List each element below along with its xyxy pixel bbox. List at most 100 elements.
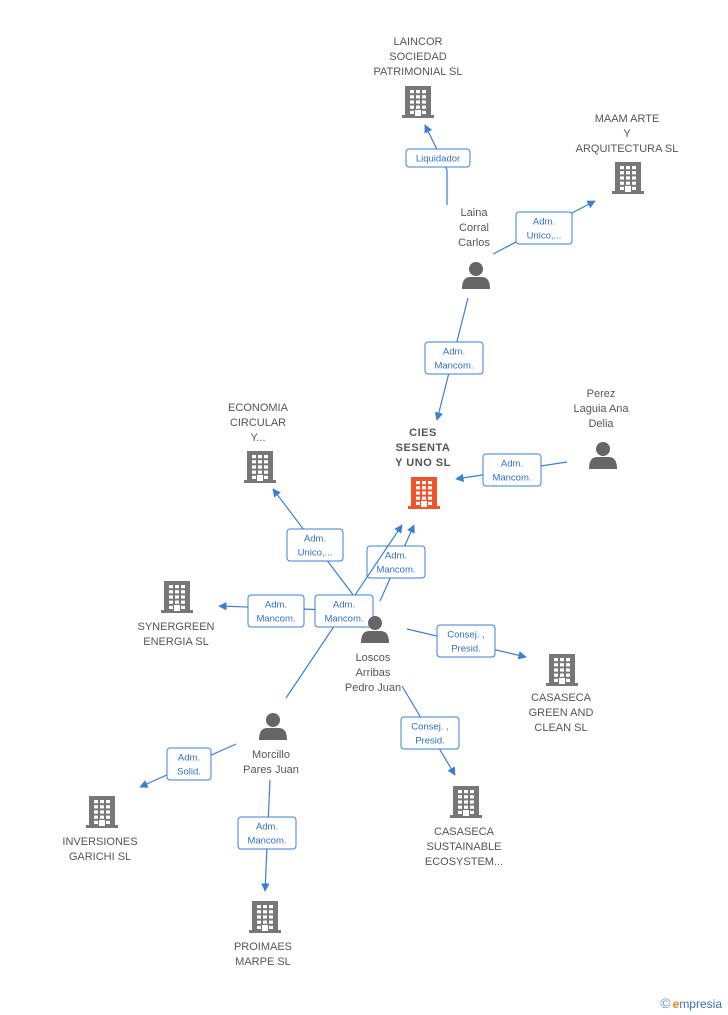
relation-label-text: Mancom. (256, 614, 295, 625)
node-label-line: PROIMAES (234, 941, 292, 953)
node-laincor[interactable]: LAINCOR SOCIEDAD PATRIMONIAL SL (373, 36, 463, 118)
relation-edge: Adm.Mancom. (285, 524, 403, 699)
relation-label[interactable]: Adm.Unico,... (286, 528, 344, 562)
node-label-line: PATRIMONIAL SL (373, 66, 462, 78)
relation-label-text: Adm. (533, 217, 555, 228)
relation-label-box (436, 624, 496, 658)
node-label-line: ECOSYSTEM... (425, 856, 503, 868)
relation-label-text: Solid. (177, 767, 201, 778)
building-icon (249, 901, 281, 933)
node-label-line: SOCIEDAD (389, 51, 447, 63)
relation-label[interactable]: Adm. Mancom. (424, 341, 484, 375)
node-economia[interactable]: ECONOMIACIRCULARY... (228, 402, 289, 483)
main-company-building-icon (408, 477, 440, 509)
person-icon (589, 442, 617, 469)
relation-label-box (166, 747, 212, 781)
relation-label-box (286, 528, 344, 562)
node-proimaes[interactable]: PROIMAES MARPE SL (234, 901, 292, 968)
node-label-line: INVERSIONES (62, 836, 137, 848)
node-inversiones[interactable]: INVERSIONES GARICHI SL (62, 796, 138, 863)
node-label-line: Laina (461, 207, 489, 219)
relation-label-box (482, 453, 542, 487)
brand-initial: e (672, 997, 680, 1011)
relation-label-text: Presid. (451, 644, 481, 655)
relation-label-text: Adm. (501, 459, 523, 470)
node-label-line: Arribas (356, 667, 391, 679)
building-icon (161, 581, 193, 613)
relation-label-box (515, 211, 573, 245)
person-icon (462, 262, 490, 289)
node-label-line: Y UNO SL (395, 457, 451, 469)
node-label-line: CIRCULAR (230, 417, 286, 429)
relation-label[interactable]: Liquidador (405, 148, 471, 168)
brand-name: mpresia (679, 997, 722, 1011)
person-icon (259, 713, 287, 740)
building-icon (612, 162, 644, 194)
node-label-line: GREEN AND (529, 707, 594, 719)
relation-label-text: Mancom. (247, 836, 286, 847)
node-label-line: CIES (409, 427, 437, 439)
relation-label-box (400, 716, 460, 750)
relation-label-text: Consej. , (447, 630, 485, 641)
relation-label-box (366, 545, 426, 579)
relation-label-box (424, 341, 484, 375)
building-icon (546, 654, 578, 686)
building-icon (244, 451, 276, 483)
relation-label-text: Mancom. (434, 361, 473, 372)
relation-label-text: Unico,... (298, 548, 333, 559)
relation-label-text: Presid. (415, 736, 445, 747)
relation-edge: Adm.Unico,... (272, 488, 358, 601)
relation-label-box (314, 594, 374, 628)
node-label-line: GARICHI SL (69, 851, 131, 863)
relation-edge: Adm. Mancom. (237, 779, 297, 892)
node-label-line: MARPE SL (235, 956, 291, 968)
relation-label[interactable]: Adm. Mancom. (482, 453, 542, 487)
node-label-line: Morcillo (252, 749, 290, 761)
node-label-line: Pares Juan (243, 764, 299, 776)
node-label-line: CLEAN SL (534, 722, 587, 734)
node-label-line: Delia (588, 418, 614, 430)
relation-label-text: Adm. (443, 347, 465, 358)
relation-edge: Adm. Unico,... (492, 200, 596, 255)
relation-label[interactable]: Adm.Mancom. (366, 545, 426, 579)
copyright-symbol: © (660, 995, 671, 1011)
node-label-line: Laguia Ana (573, 403, 629, 415)
relation-label[interactable]: Adm.Mancom. (314, 594, 374, 628)
relation-label-text: Mancom. (492, 473, 531, 484)
nodes-layer: LAINCOR SOCIEDAD PATRIMONIAL SL MAAM ARTEYA… (62, 36, 678, 968)
relation-label[interactable]: Consej. , Presid. (436, 624, 496, 658)
node-label-line: Carlos (458, 237, 490, 249)
node-label-line: LAINCOR (394, 36, 443, 48)
relation-label[interactable]: Adm. Solid. (166, 747, 212, 781)
node-label-line: Loscos (356, 652, 391, 664)
relation-label[interactable]: Adm. Unico,... (515, 211, 573, 245)
relation-label-box (247, 594, 305, 628)
relation-label-text: Liquidador (416, 154, 460, 165)
relation-label[interactable]: Adm.Mancom. (247, 594, 305, 628)
relation-label-text: Unico,... (527, 231, 562, 242)
relation-label-text: Adm. (178, 753, 200, 764)
relation-edge: Consej. , Presid. (406, 624, 527, 660)
relation-label-box (405, 148, 471, 168)
node-label-line: Perez (587, 388, 616, 400)
node-label-line: ECONOMIA (228, 402, 289, 414)
relation-label[interactable]: Adm. Mancom. (237, 816, 297, 850)
node-label-line: CASASECA (434, 826, 495, 838)
relation-label[interactable]: Consej. ,Presid. (400, 716, 460, 750)
relation-edge: Adm. Mancom. (424, 297, 484, 421)
building-icon (86, 796, 118, 828)
node-label-line: MAAM ARTE (595, 113, 660, 125)
relation-label-text: Adm. (256, 822, 278, 833)
node-casaseca_se[interactable]: CASASECASUSTAINABLEECOSYSTEM... (425, 786, 503, 868)
relation-edge: Liquidador (405, 124, 471, 205)
